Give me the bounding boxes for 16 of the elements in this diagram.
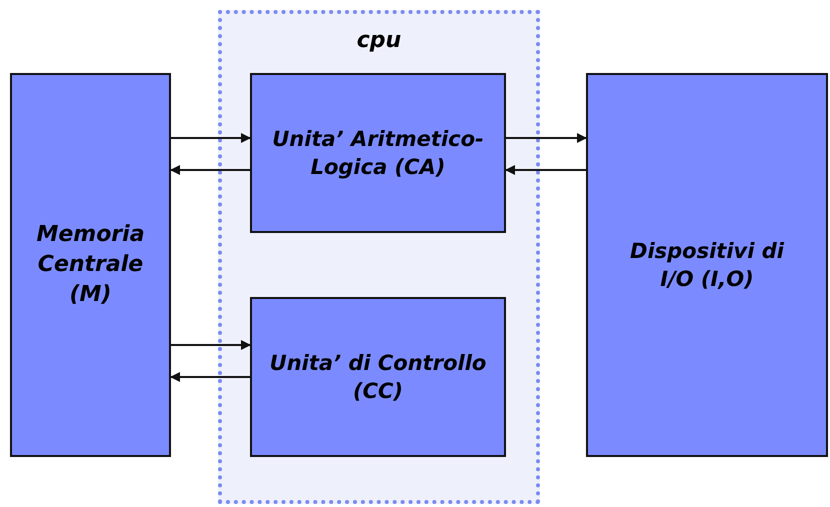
unit-box xyxy=(250,297,506,457)
unit-box xyxy=(10,73,171,457)
arrow xyxy=(171,340,251,350)
arrow xyxy=(505,165,586,175)
cpu-group xyxy=(218,10,540,504)
group-title: cpu xyxy=(356,28,402,53)
unit-box xyxy=(250,73,506,233)
unit-label: Unita’ di Controllo (CC) xyxy=(268,350,488,405)
unit-label: Memoria Centrale (M) xyxy=(35,221,146,309)
arrow xyxy=(170,165,250,175)
unit-label: Unita’ Aritmetico-Logica (CA) xyxy=(271,126,485,181)
arrow xyxy=(171,133,251,143)
unit-box xyxy=(586,73,828,457)
arrow xyxy=(506,133,587,143)
unit-label: Dispositivi di I/O (I,O) xyxy=(629,238,786,293)
arrow xyxy=(170,372,250,382)
